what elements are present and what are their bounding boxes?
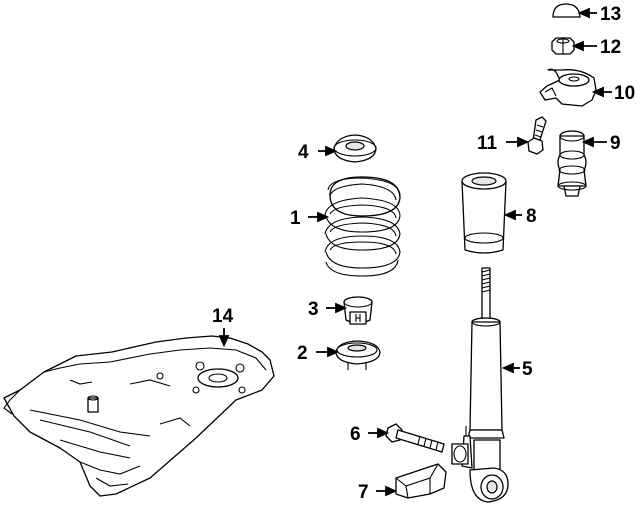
callout-9: 9	[610, 133, 621, 154]
callout-8: 8	[526, 206, 537, 227]
callout-arrows	[218, 7, 612, 497]
callout-6: 6	[350, 424, 361, 445]
callout-4: 4	[298, 142, 309, 163]
callout-14: 14	[212, 306, 234, 327]
callout-2: 2	[297, 343, 308, 364]
part-2-lower-spring-seat	[335, 340, 381, 370]
part-3-insulator	[343, 296, 373, 325]
part-7-bracket	[395, 463, 447, 499]
part-6-lower-bolt	[385, 423, 445, 453]
part-5-shock-absorber	[451, 267, 509, 503]
callout-12: 12	[600, 37, 621, 58]
callout-5: 5	[522, 359, 533, 380]
part-14-underbody-shield	[3, 335, 275, 497]
part-12-nut	[551, 37, 575, 55]
callout-11: 11	[477, 133, 498, 154]
callout-3: 3	[308, 299, 319, 320]
part-13-cap	[552, 3, 581, 18]
callout-labels: 13 12 10 11 9 8 4 1 3 2 5 6 7 14	[212, 4, 635, 503]
part-4-upper-spring-seat	[333, 134, 377, 163]
callout-1: 1	[290, 208, 301, 229]
callout-7: 7	[358, 482, 369, 503]
callout-13: 13	[600, 4, 621, 25]
part-9-bump-stop	[557, 130, 587, 197]
part-10-upper-mount	[539, 68, 597, 107]
part-8-dust-boot	[461, 172, 507, 254]
part-1-coil-spring	[324, 176, 401, 277]
part-11-bolt	[527, 116, 547, 155]
callout-10: 10	[614, 83, 635, 104]
